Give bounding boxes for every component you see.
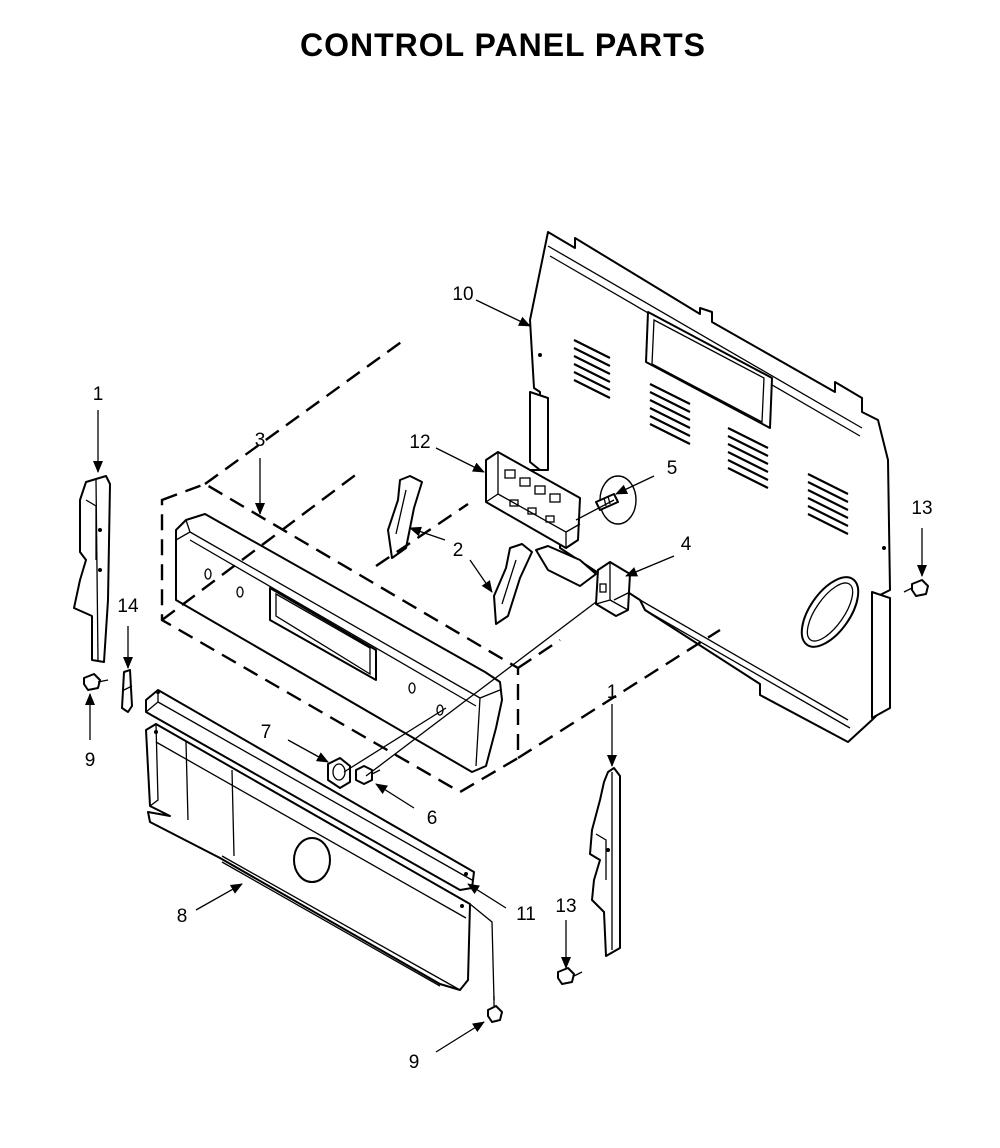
callout-13-bottom: 13 <box>555 896 576 917</box>
callout-7: 7 <box>261 722 272 743</box>
part-2-brackets <box>387 475 597 625</box>
part-13-screw-right <box>903 579 929 597</box>
part-9-screw-left <box>83 673 109 691</box>
vent-slots <box>573 339 849 535</box>
callout-14: 14 <box>117 596 139 617</box>
callout-4: 4 <box>681 534 692 555</box>
callout-5: 5 <box>667 458 678 479</box>
callout-3: 3 <box>255 430 266 451</box>
callout-arrows <box>85 299 927 1053</box>
part-6-screw <box>355 765 381 785</box>
callout-2: 2 <box>453 540 464 561</box>
callout-12: 12 <box>409 432 430 453</box>
part-8-bottom-panel <box>145 723 471 991</box>
callout-9-bottom: 9 <box>409 1052 420 1073</box>
callout-11: 11 <box>516 904 536 925</box>
callout-labels: 1 1 2 3 4 5 6 7 8 9 9 10 11 12 13 13 14 <box>85 284 933 1073</box>
callout-8: 8 <box>177 906 188 927</box>
callout-1-right: 1 <box>607 682 618 703</box>
part-9-screw-bottom <box>487 996 503 1023</box>
part-1-end-cap-left <box>73 475 111 663</box>
callout-9-left: 9 <box>85 750 96 771</box>
callout-1-left: 1 <box>93 384 104 405</box>
part-13-screw-bottom <box>557 967 583 985</box>
part-10-control-panel-shield <box>529 231 891 743</box>
part-7-knob <box>327 757 351 789</box>
page-title: CONTROL PANEL PARTS <box>300 27 706 63</box>
part-4-connector <box>595 561 631 617</box>
part-1-end-cap-right <box>589 767 621 957</box>
callout-10: 10 <box>452 284 473 305</box>
callout-6: 6 <box>427 808 438 829</box>
part-12-electronic-control <box>485 451 581 549</box>
callout-13-right: 13 <box>911 498 932 519</box>
part-14-clip <box>121 669 133 713</box>
